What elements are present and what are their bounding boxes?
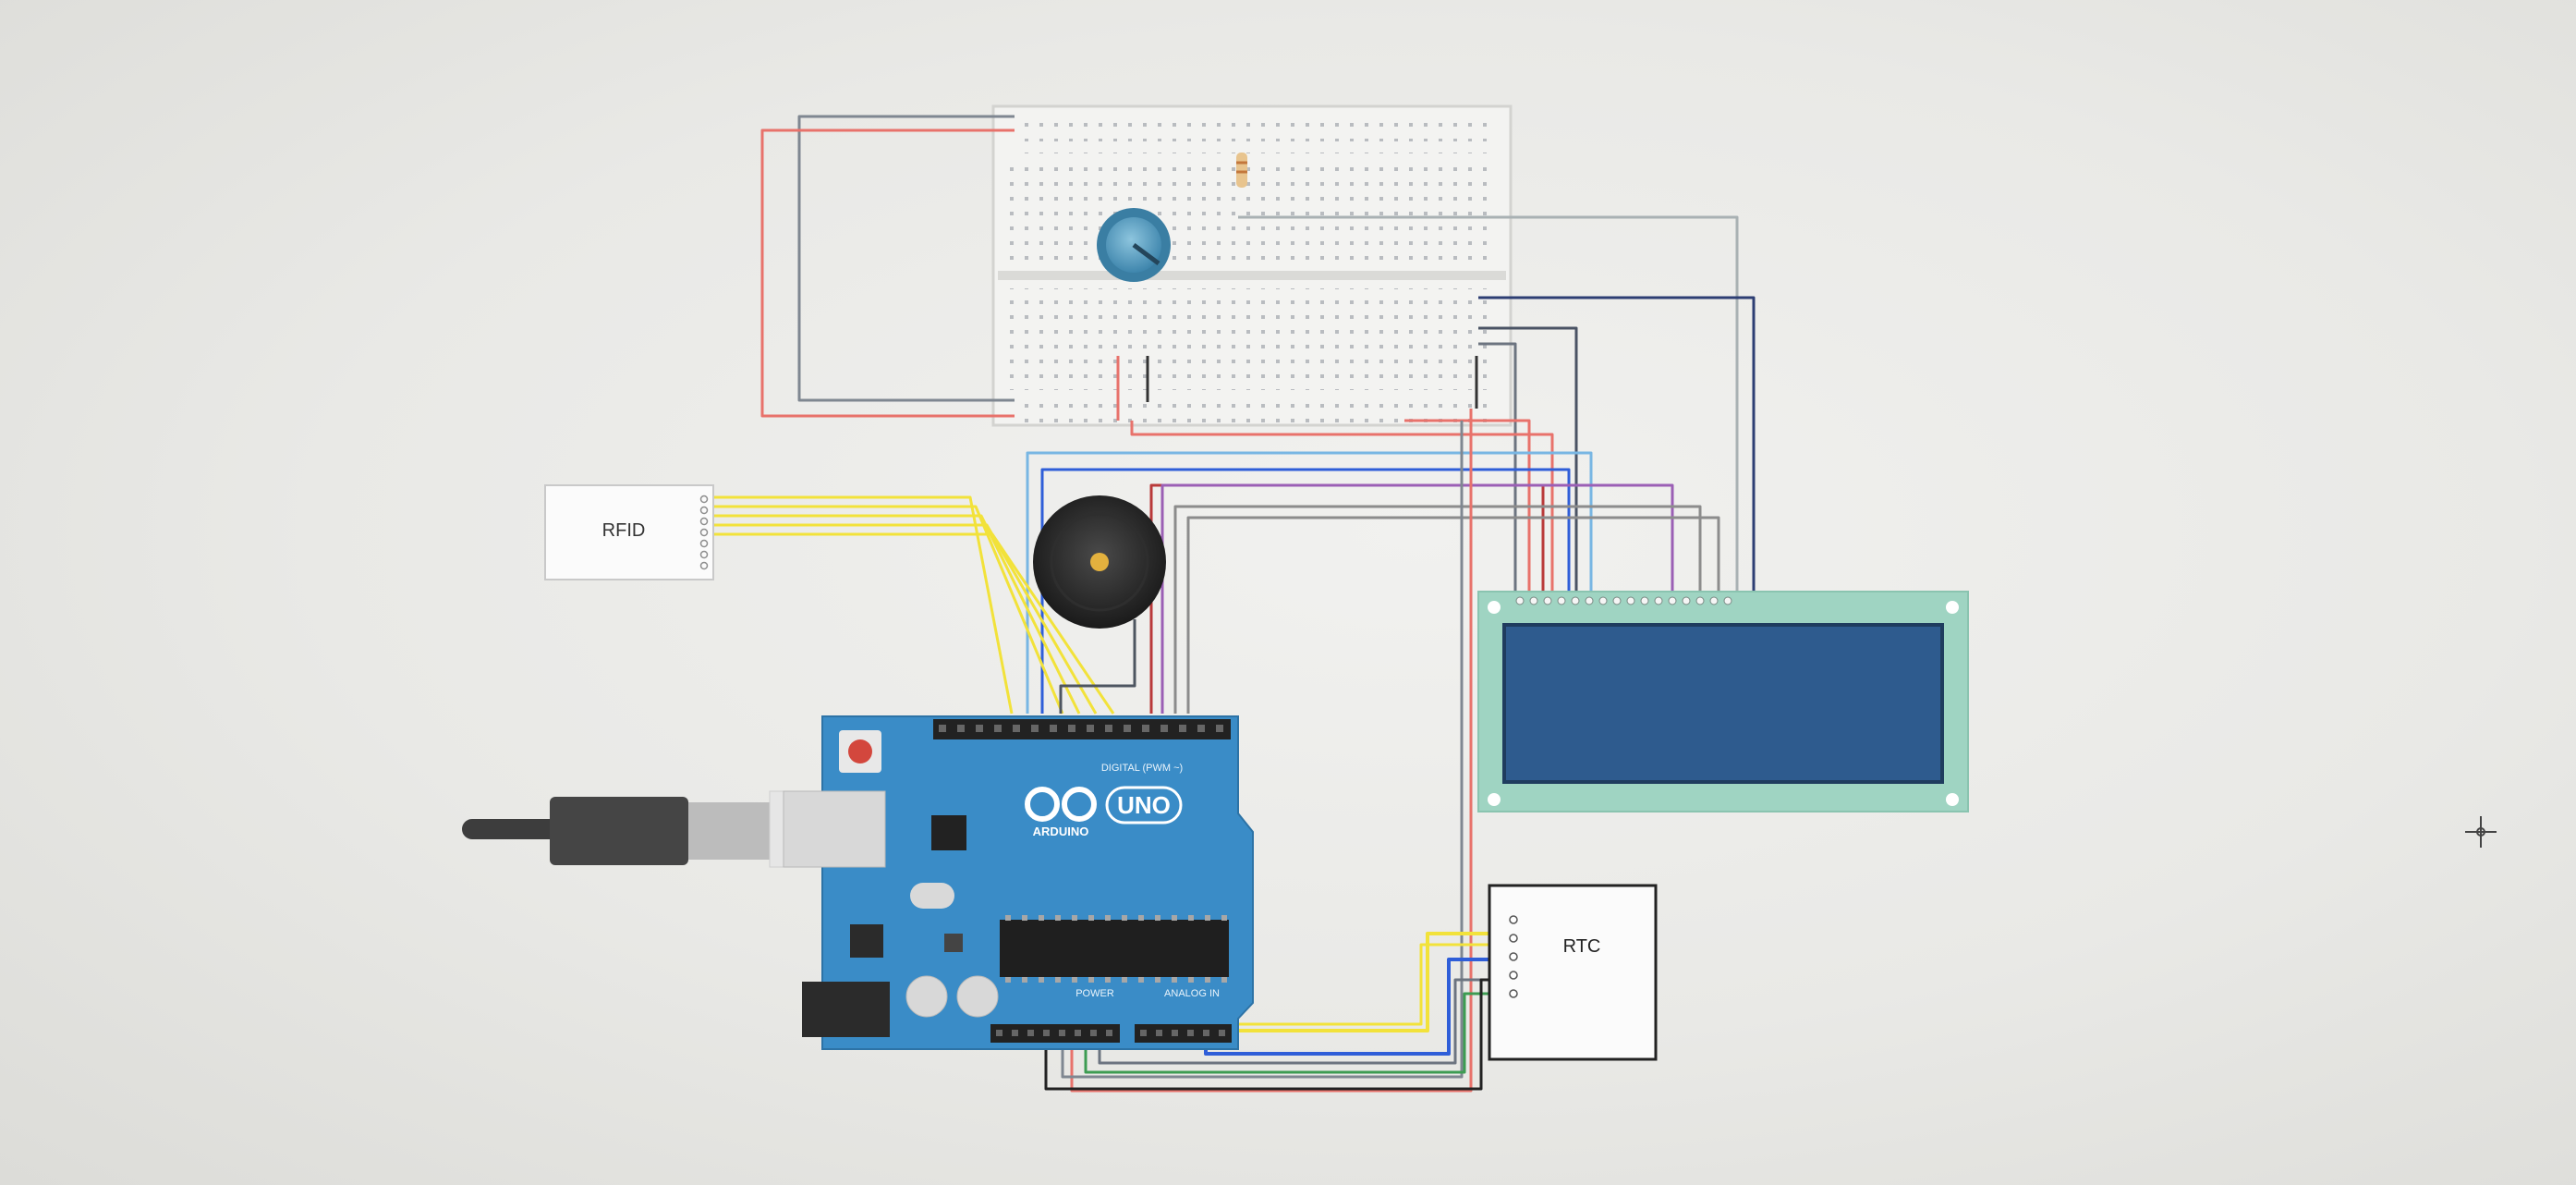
digital-header-label: DIGITAL (PWM ~) [1101,763,1183,774]
lcd-pin-header [1515,596,1732,605]
wire-navy [1478,296,1756,592]
wire-yellow [713,532,1115,715]
wire-darkgray [1059,619,1136,714]
wire-gray-4 [1173,505,1702,714]
rfid-label: RFID [602,520,646,541]
wire-purple [1160,483,1674,714]
wire-gray-5 [1186,516,1720,714]
wire-yellow [713,495,1014,715]
wire-red-4 [1070,409,1473,1093]
wire-lightblue [1026,451,1593,714]
wire-lightgray [1238,215,1739,592]
arduino-uno[interactable]: DIGITAL (PWM ~) ARDUINO UNO [783,715,1254,1050]
analog-header-label: ANALOG IN [1164,988,1220,999]
rtc-label: RTC [1563,936,1601,957]
wire-red [760,128,1015,418]
wire-yellow [713,514,1081,715]
arduino-brand: ARDUINO [1033,825,1089,838]
wire-gray-2 [1478,326,1578,592]
wire-gray-rtc [1098,978,1508,1065]
wire-yellow [713,523,1098,715]
wire-yellow-rtc [1218,943,1508,1026]
crosshair-cursor-icon [2465,816,2497,848]
wire-red-2 [1404,419,1531,592]
rfid-module[interactable]: RFID [544,484,714,580]
wire-green-rtc [1084,992,1508,1074]
wire-gray-3 [1478,342,1517,592]
rtc-module[interactable]: RTC [1488,884,1658,1061]
wire-gray-6 [1061,421,1464,1079]
arduino-logo [1025,787,1097,822]
wire-yellow [713,505,1064,715]
wire-yellow-rtc [1218,932,1508,1032]
lcd-display[interactable] [1477,591,1969,812]
potentiometer[interactable] [1097,208,1171,282]
wire-gray [797,115,1015,402]
breadboard [991,104,1513,427]
wire-red-3 [1130,421,1554,592]
buzzer[interactable] [1033,495,1166,629]
resistor[interactable] [1236,153,1247,188]
arduino-model: UNO [1117,791,1171,819]
power-header-label: POWER [1075,988,1114,999]
wires [713,115,1756,1093]
